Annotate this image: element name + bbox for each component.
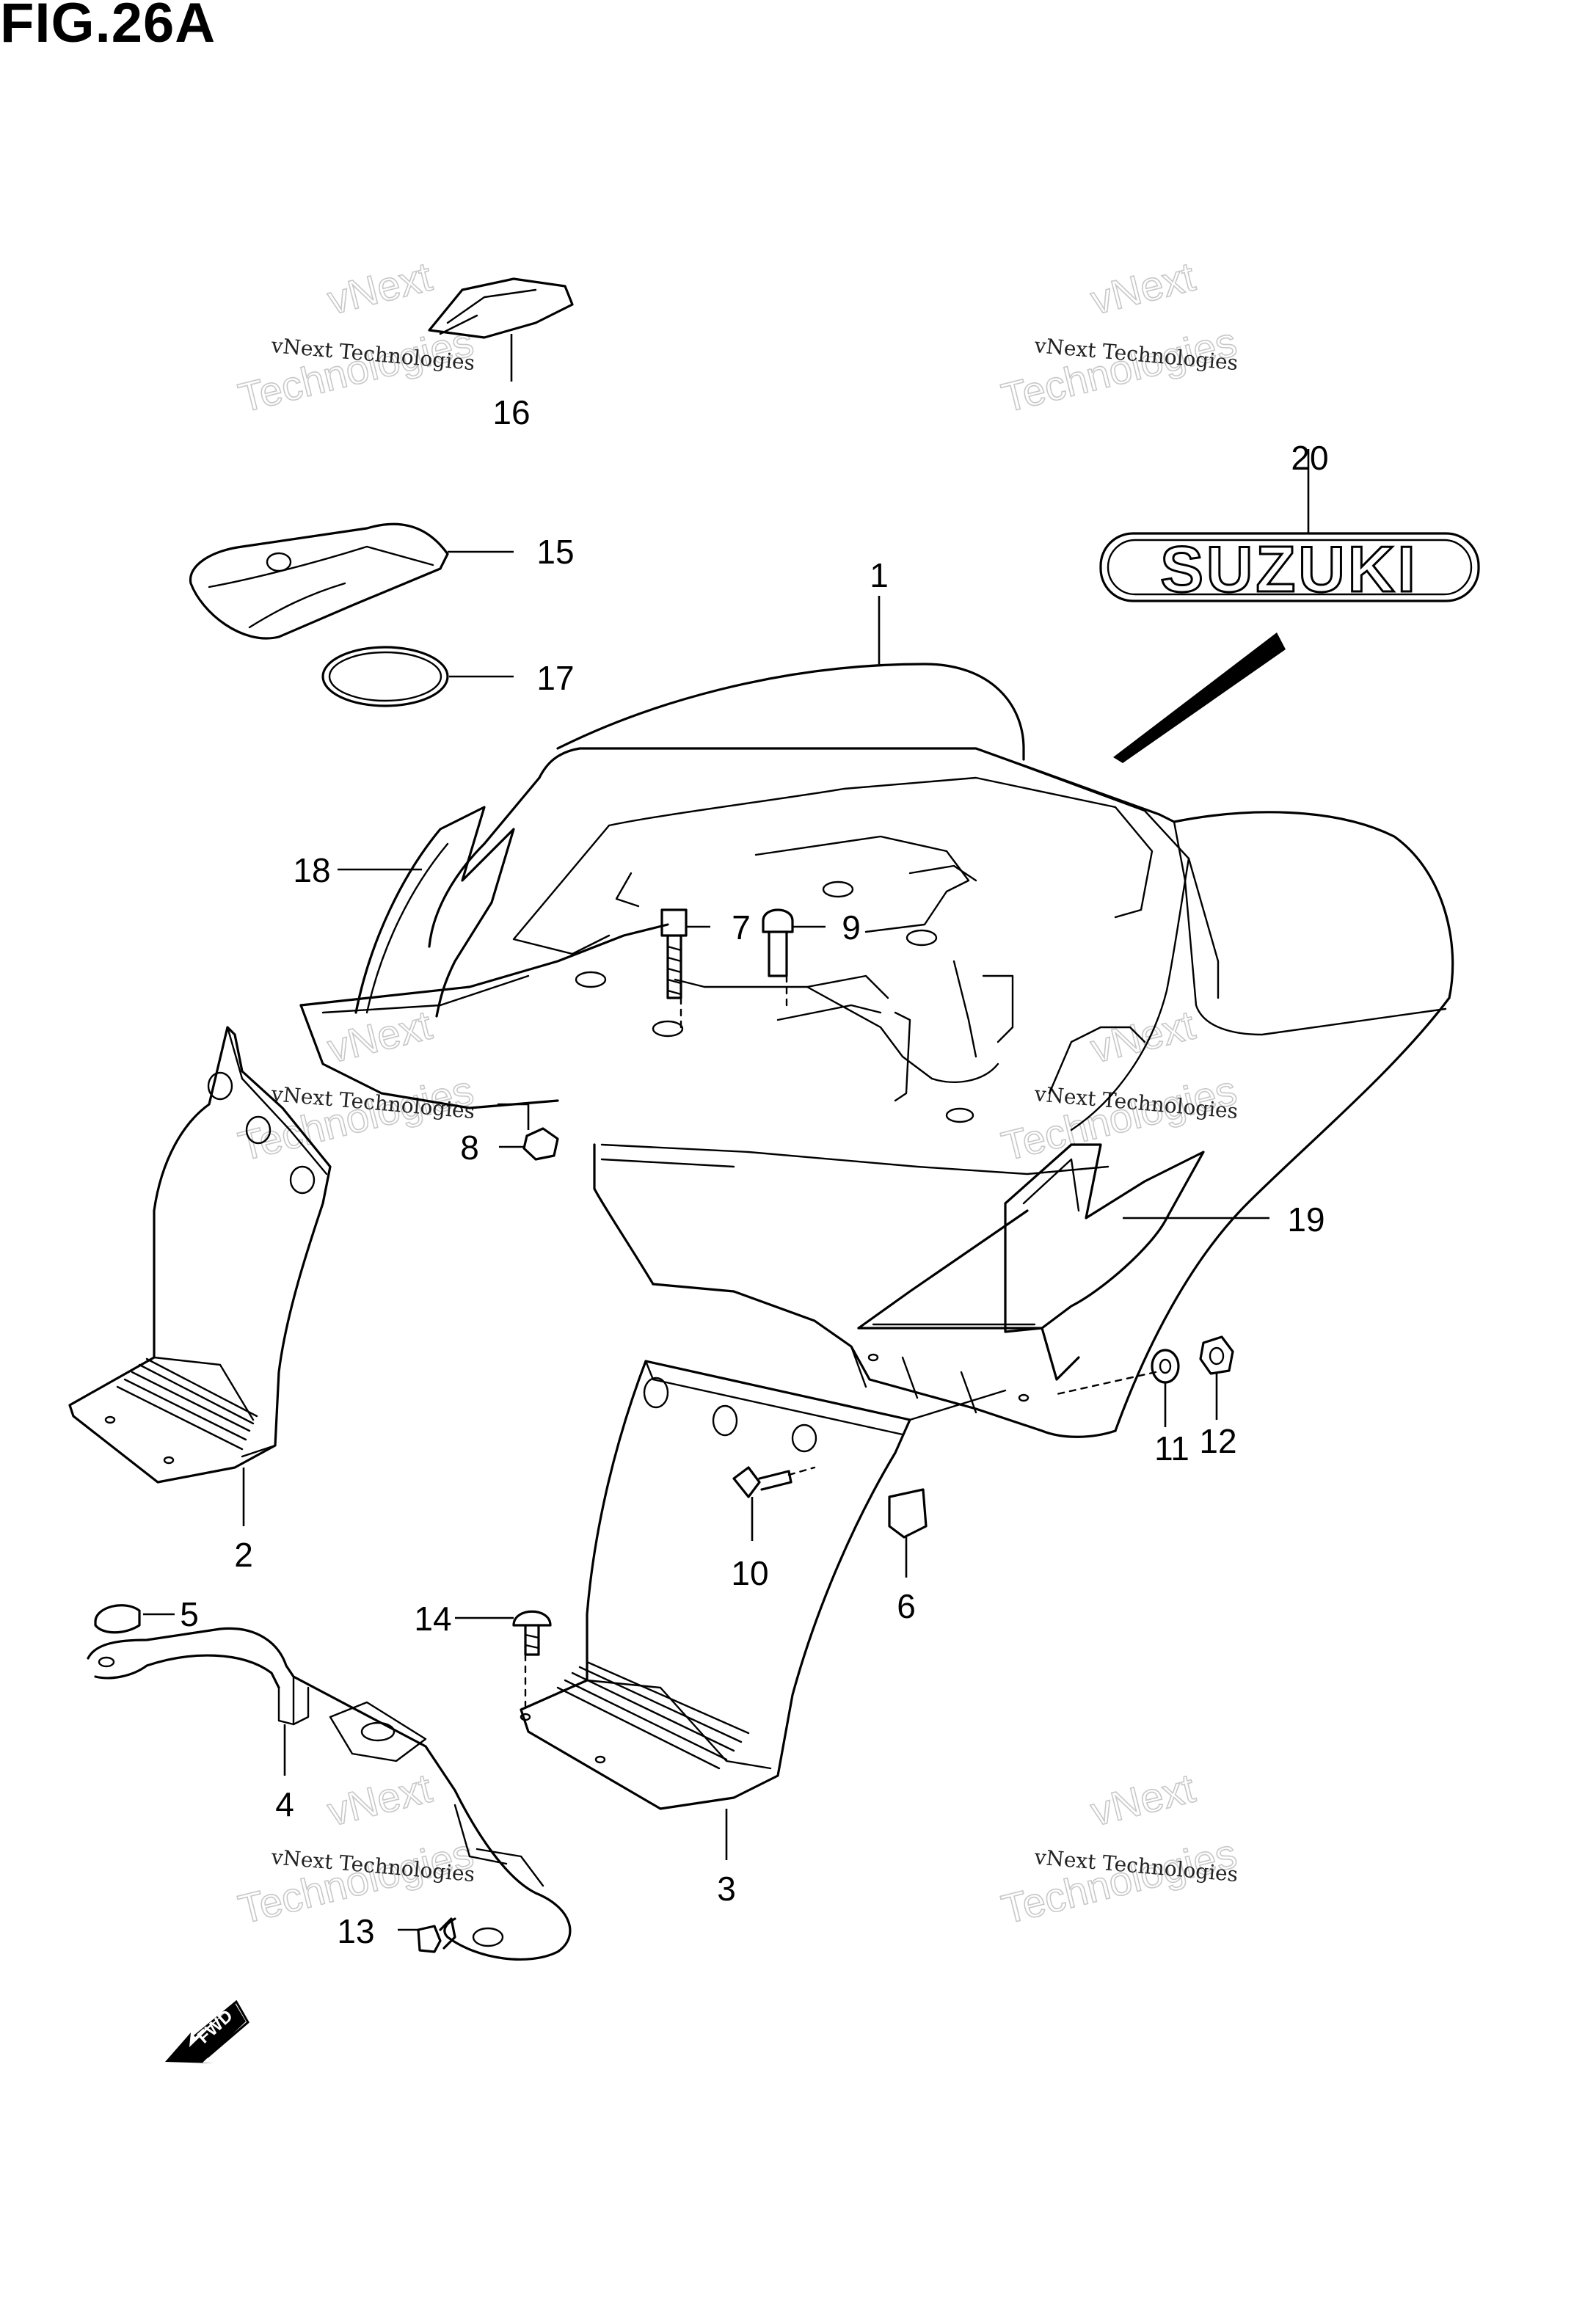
part-15-cover <box>189 522 449 640</box>
part-5-cap <box>94 1604 141 1634</box>
callout-12: 12 <box>1199 1422 1236 1460</box>
callout-8: 8 <box>460 1129 479 1167</box>
part-11-washer <box>1151 1349 1180 1384</box>
watermark-vnext: vNext <box>323 253 437 324</box>
part-6-clip <box>888 1488 928 1539</box>
callout-20: 20 <box>1291 439 1328 477</box>
callout-11: 11 <box>1154 1429 1189 1468</box>
callout-4: 4 <box>275 1785 294 1823</box>
callout-5: 5 <box>180 1595 199 1633</box>
callout-17: 17 <box>536 659 574 697</box>
watermark-vnext: vNext <box>1086 1002 1200 1072</box>
brand-label: SUZUKI <box>1160 533 1418 605</box>
callout-1: 1 <box>870 556 889 594</box>
callout-13: 13 <box>337 1912 374 1950</box>
watermark-top-left: vNext Technologies vNext Technologies <box>233 252 478 422</box>
part-16-pad <box>428 277 574 339</box>
part-13-bolt <box>417 1917 456 1953</box>
part-20-emblem: SUZUKI <box>1099 532 1480 763</box>
watermark-bottom-left: vNext Technologies vNext Technologies <box>233 1764 478 1933</box>
part-12-nut <box>1199 1335 1234 1375</box>
fwd-arrow-icon: FWD <box>165 1999 249 2063</box>
watermark-vnext: vNext <box>1086 253 1200 324</box>
callout-15: 15 <box>536 533 574 571</box>
callout-2: 2 <box>234 1536 253 1574</box>
callout-labels: 1 2 3 4 5 6 7 8 9 10 11 12 13 14 15 16 1… <box>180 393 1328 1950</box>
callout-6: 6 <box>897 1587 916 1625</box>
callout-18: 18 <box>293 851 330 889</box>
part-10-screw <box>732 1466 792 1498</box>
part-3-right-flap <box>520 1360 1007 1810</box>
watermark-bottom-right: vNext Technologies vNext Technologies <box>996 1764 1242 1933</box>
part-7-bolt <box>660 908 688 999</box>
watermark-mid-left: vNext Technologies vNext Technologies <box>233 1001 478 1170</box>
part-9-bolt <box>762 908 794 977</box>
callout-7: 7 <box>732 908 751 947</box>
callout-19: 19 <box>1287 1200 1324 1239</box>
watermark-vnext: vNext <box>323 1765 437 1835</box>
leader-lines <box>143 334 1310 1931</box>
watermark-top-right: vNext Technologies vNext Technologies <box>996 252 1242 422</box>
pointer-arrow <box>1113 632 1286 763</box>
part-18-decal-left <box>299 806 669 1109</box>
part-19-decal-right <box>857 1143 1205 1381</box>
part-8-nut <box>498 1103 559 1161</box>
figure-title: FIG.26A <box>0 0 216 54</box>
part-17-ring <box>321 646 449 707</box>
part-1-rear-fender <box>428 663 1454 1438</box>
callout-10: 10 <box>731 1554 768 1592</box>
part-4-bracket <box>87 1627 572 1961</box>
callout-9: 9 <box>842 908 861 947</box>
callout-3: 3 <box>717 1870 736 1908</box>
watermark-vnext: vNext <box>1086 1765 1200 1835</box>
part-14-screw <box>512 1610 552 1656</box>
callout-16: 16 <box>492 393 530 431</box>
callout-14: 14 <box>414 1600 451 1638</box>
part-2-left-flap <box>68 1026 332 1484</box>
